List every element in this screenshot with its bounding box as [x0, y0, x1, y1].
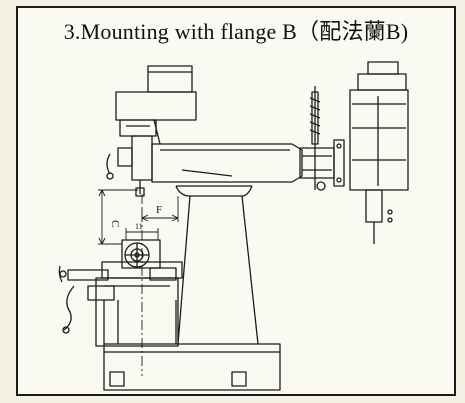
milling-head — [106, 65, 197, 197]
power-feed-motor — [349, 61, 409, 244]
knee-and-table — [67, 261, 183, 347]
dimension-c-label: C — [109, 220, 121, 227]
leadscrew — [309, 86, 321, 190]
crank-handle — [58, 265, 75, 334]
diagram-title: 3.Mounting with flange B（配法蘭B) — [63, 19, 409, 44]
table-handwheel — [121, 239, 161, 269]
machine-column — [175, 185, 259, 345]
dimension-11-label: 11 — [135, 222, 143, 231]
dimension-11 — [125, 228, 159, 240]
ram-arm — [151, 143, 303, 183]
dimension-f-label: F — [156, 204, 162, 216]
diagram-frame: 3.Mounting with flange B（配法蘭B) — [16, 6, 456, 396]
flange-b — [299, 139, 345, 191]
dimension-f — [141, 196, 179, 222]
dimension-c — [98, 189, 138, 245]
machine-base — [103, 343, 281, 391]
